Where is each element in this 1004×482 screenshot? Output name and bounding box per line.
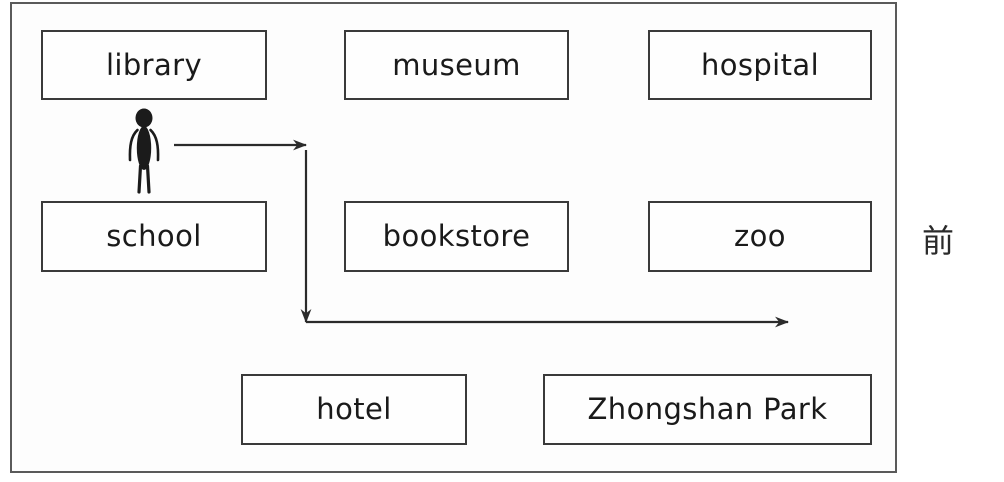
place-box-library[interactable]: library	[41, 30, 267, 100]
place-box-school[interactable]: school	[41, 201, 267, 272]
direction-marker: 前	[915, 218, 961, 264]
place-label-school: school	[106, 219, 202, 253]
direction-marker-label: 前	[921, 222, 954, 260]
place-box-bookstore[interactable]: bookstore	[344, 201, 569, 272]
place-label-library: library	[105, 47, 203, 82]
stick-figure-person-icon	[128, 108, 160, 194]
place-box-hotel[interactable]: hotel	[241, 374, 467, 445]
place-label-zhongshan-park: Zhongshan Park	[587, 392, 828, 426]
place-label-hotel: hotel	[316, 392, 392, 426]
place-label-museum: museum	[392, 47, 521, 82]
place-label-zoo: zoo	[734, 219, 786, 253]
place-box-zoo[interactable]: zoo	[648, 201, 872, 272]
place-box-zhongshan-park[interactable]: Zhongshan Park	[543, 374, 872, 445]
place-label-hospital: hospital	[700, 47, 820, 82]
place-box-hospital[interactable]: hospital	[648, 30, 872, 100]
place-label-bookstore: bookstore	[382, 219, 531, 253]
place-box-museum[interactable]: museum	[344, 30, 569, 100]
